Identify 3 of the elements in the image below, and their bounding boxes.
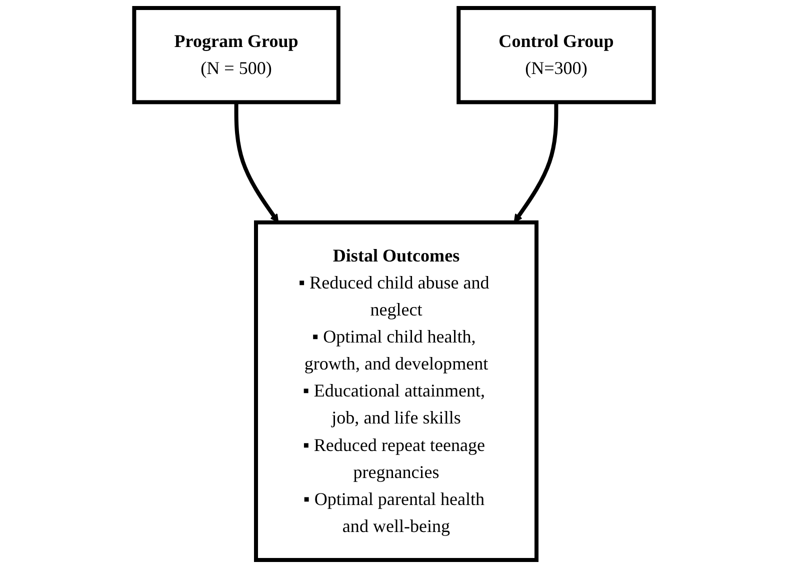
node-box: Distal Outcomes ▪ Reduced child abuse and neglect ▪ Optimal child health, growth, and development ▪ Educational attainment, job, and life skills ▪ Reduced repeat teenage pregnancies ▪ Optimal parental health and well-being xyxy=(254,220,538,562)
node-box: Control Group (N=300) xyxy=(456,6,656,104)
node-box: Program Group (N = 500) xyxy=(132,6,340,104)
